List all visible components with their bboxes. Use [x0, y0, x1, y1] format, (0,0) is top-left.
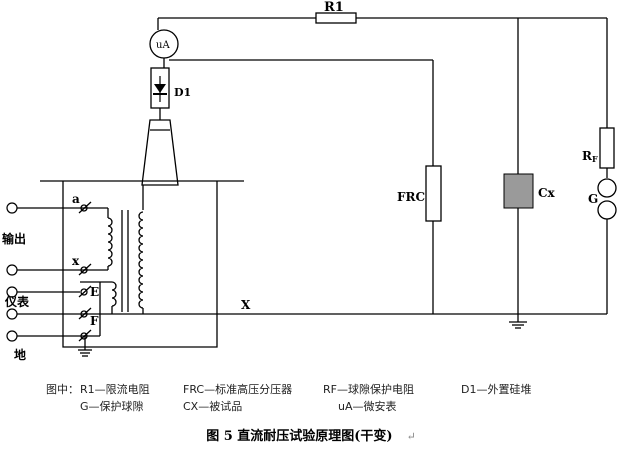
aux-coil — [111, 281, 117, 307]
label-x-small: x — [72, 254, 80, 268]
legend-g: G—保护球隙 — [80, 400, 144, 413]
gap-sphere-bottom — [597, 200, 617, 220]
bushing — [141, 119, 179, 186]
label-a: a — [72, 192, 80, 206]
label-ground: 地 — [14, 347, 26, 362]
caption-text: 图 5 直流耐压试验原理图(干变) — [206, 429, 393, 444]
legend-cx: CX—被试品 — [183, 400, 243, 413]
legend-ua: uA—微安表 — [338, 400, 397, 413]
terminal-clamps — [78, 201, 92, 342]
label-output: 输出 — [2, 231, 26, 246]
label-g: G — [588, 192, 598, 206]
cx-capacitor — [503, 173, 534, 209]
terminal-x-icon — [6, 264, 18, 276]
label-cx: Cx — [538, 186, 556, 200]
label-r1: R1 — [324, 0, 344, 15]
paragraph-mark: ↵ — [406, 430, 416, 443]
label-f: F — [90, 314, 99, 328]
external-terminals — [6, 202, 18, 342]
terminal-f2-icon — [6, 330, 18, 342]
figure-caption: 图 5 直流耐压试验原理图(干变) ↵ — [0, 425, 622, 444]
secondary-coil — [138, 211, 144, 309]
legend-rf: RF—球隙保护电阻 — [323, 383, 414, 396]
terminal-e-icon — [6, 286, 18, 298]
legend-d1: D1—外置硅堆 — [461, 383, 532, 396]
rf-resistor — [599, 127, 615, 169]
legend-frc: FRC—标准高压分压器 — [183, 383, 293, 396]
gap-sphere-top — [597, 178, 617, 198]
legend-r1: R1—限流电阻 — [80, 383, 150, 396]
label-x-big: X — [241, 298, 251, 312]
label-rf: RF — [582, 149, 598, 164]
legend-prefix: 图中： — [46, 383, 79, 396]
terminal-a-icon — [6, 202, 18, 214]
tank-body — [62, 181, 218, 348]
frc-resistor — [425, 165, 442, 222]
label-frc: FRC — [397, 190, 425, 204]
label-ua: uA — [156, 40, 170, 51]
terminal-f1-icon — [6, 308, 18, 320]
label-meter: 仪表 — [4, 294, 30, 309]
label-e: E — [90, 285, 99, 299]
label-d1: D1 — [174, 86, 191, 99]
primary-coil — [107, 217, 113, 267]
